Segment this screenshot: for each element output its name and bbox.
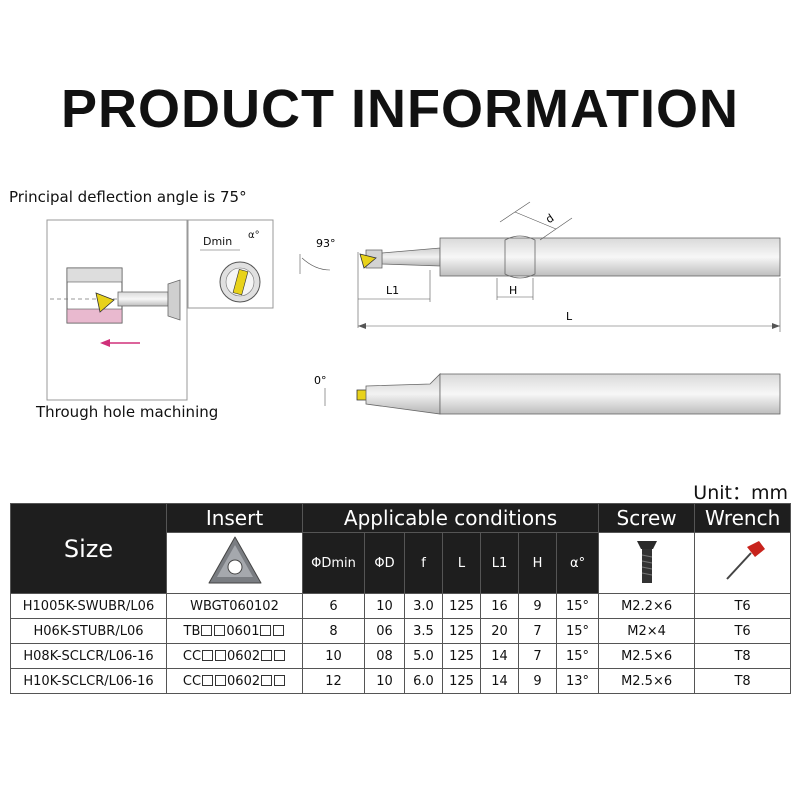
l-cell: 125 [442, 668, 481, 694]
h-cell: 7 [518, 618, 557, 644]
technical-drawing: Dmin α° 93° d H L1 L 0° [46, 201, 781, 415]
wrench-cell: T8 [694, 668, 792, 694]
wrench-cell: T6 [694, 618, 792, 644]
size-cell: H1005K-SWUBR/L06 [10, 593, 167, 619]
alpha-label: α° [248, 230, 260, 241]
table-row: H1005K-SWUBR/L06 WBGT060102 6 10 3.0 125… [10, 593, 792, 619]
f-cell: 3.0 [404, 593, 443, 619]
h-cell: 9 [518, 668, 557, 694]
header-size: Size [10, 503, 167, 594]
insert-cell: CC 0602 [166, 643, 303, 669]
alpha-cell: 13° [555, 668, 600, 694]
subheader-d: ΦD [364, 532, 405, 594]
insert-image [166, 532, 303, 594]
subheader-h: H [518, 532, 557, 594]
l1-cell: 20 [480, 618, 519, 644]
machining-caption: Through hole machining [36, 403, 219, 421]
insert-cell: TB 0601 [166, 618, 303, 644]
page-title: PRODUCT INFORMATION [61, 79, 739, 139]
table-row: H10K-SCLCR/L06-16 CC 0602 12 10 6.0 125 1… [10, 668, 792, 694]
d-cell: 10 [364, 593, 405, 619]
alpha-cell: 15° [555, 643, 600, 669]
arrow-left-icon [100, 339, 110, 347]
l-cell: 125 [442, 593, 481, 619]
machining-panel [46, 219, 188, 401]
wrench-cell: T6 [694, 593, 792, 619]
subheader-l: L [442, 532, 481, 594]
d-label: d [543, 211, 556, 226]
insert-prefix: CC [182, 648, 202, 664]
d-cell: 10 [364, 668, 405, 694]
insert-icon [95, 292, 115, 313]
table-row: H08K-SCLCR/L06-16 CC 0602 10 08 5.0 125 1… [10, 643, 792, 669]
subheader-l1: L1 [480, 532, 519, 594]
dmin-cell: 8 [302, 618, 365, 644]
screw-cell: M2×4 [598, 618, 696, 644]
size-cell: H06K-STUBR/L06 [10, 618, 167, 644]
insert-cell: CC 0602 [166, 668, 303, 694]
subheader-alpha: α° [555, 532, 600, 594]
angle-93-label: 93° [316, 237, 336, 250]
l-cell: 125 [442, 618, 481, 644]
tool-side-view: 93° d H L1 L [299, 201, 781, 332]
spec-table: Size Insert Applicable conditions Screw … [10, 503, 792, 694]
l-cell: 125 [442, 643, 481, 669]
f-cell: 5.0 [404, 643, 443, 669]
insert-prefix: TB [183, 623, 201, 639]
screw-image [598, 532, 696, 594]
header-screw: Screw [598, 503, 696, 533]
h-cell: 9 [518, 593, 557, 619]
size-cell: H10K-SCLCR/L06-16 [10, 668, 167, 694]
h-label: H [509, 284, 517, 297]
size-cell: H08K-SCLCR/L06-16 [10, 643, 167, 669]
unit-label: Unit：mm [693, 482, 788, 504]
f-cell: 6.0 [404, 668, 443, 694]
insert-photo-icon [208, 536, 261, 584]
l1-cell: 14 [480, 643, 519, 669]
l-label: L [566, 310, 573, 323]
d-cell: 08 [364, 643, 405, 669]
l1-cell: 14 [480, 668, 519, 694]
insert-cell: WBGT060102 [166, 593, 303, 619]
wrench-cell: T8 [694, 643, 792, 669]
h-cell: 7 [518, 643, 557, 669]
dmin-cell: 10 [302, 643, 365, 669]
dmin-cell: 6 [302, 593, 365, 619]
screw-cell: M2.5×6 [598, 668, 696, 694]
screw-icon [636, 541, 657, 583]
dmin-label: Dmin [203, 235, 232, 248]
insert-mid: 0601 [226, 623, 260, 639]
f-cell: 3.5 [404, 618, 443, 644]
insert-mid: 0602 [227, 673, 261, 689]
wrench-image [694, 532, 792, 594]
angle-0-label: 0° [314, 374, 327, 387]
subheader-f: f [404, 532, 443, 594]
insert-mid: 0602 [227, 648, 261, 664]
header-insert: Insert [166, 503, 303, 533]
header-conditions: Applicable conditions [301, 503, 600, 533]
alpha-cell: 15° [555, 618, 600, 644]
screw-cell: M2.2×6 [598, 593, 696, 619]
alpha-cell: 15° [555, 593, 600, 619]
angle-caption: Principal deflection angle is 75° [9, 188, 247, 206]
wrench-icon [725, 541, 765, 580]
header-wrench: Wrench [694, 503, 792, 533]
l1-cell: 16 [480, 593, 519, 619]
screw-cell: M2.5×6 [598, 643, 696, 669]
insert-prefix: CC [182, 673, 202, 689]
subheader-dmin: ΦDmin [302, 532, 365, 594]
tool-top-view: 0° [314, 373, 781, 415]
d-cell: 06 [364, 618, 405, 644]
l1-label: L1 [386, 284, 399, 297]
dmin-detail: Dmin α° [187, 219, 274, 309]
dmin-cell: 12 [302, 668, 365, 694]
